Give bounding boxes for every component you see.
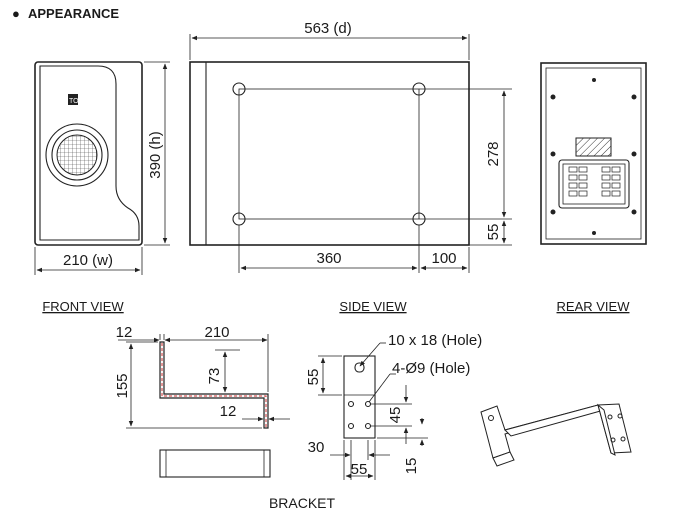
rear-view — [540, 62, 647, 245]
header-title: APPEARANCE — [28, 6, 119, 21]
bracket-dim-12a: 12 — [116, 324, 133, 341]
dim-height: 390 (h) — [147, 131, 164, 179]
side-view — [189, 34, 512, 273]
dim-depth: 563 (d) — [304, 20, 352, 37]
bracket-dim-30: 30 — [308, 439, 325, 456]
bracket-dim-155: 155 — [114, 373, 131, 398]
front-view-label: FRONT VIEW — [42, 299, 124, 314]
dim-side-360: 360 — [316, 250, 341, 267]
logo-text: TOA — [69, 98, 84, 105]
bracket-dim-15: 15 — [403, 458, 420, 475]
dim-side-55: 55 — [485, 224, 502, 241]
dim-side-100: 100 — [431, 250, 456, 267]
bracket-dim-73: 73 — [206, 368, 223, 385]
bracket-dim-45: 45 — [387, 407, 404, 424]
rear-view-label: REAR VIEW — [557, 299, 631, 314]
bracket-top-view — [159, 449, 271, 478]
bracket-front-plate — [318, 342, 428, 480]
bracket-dim-12b: 12 — [220, 403, 237, 420]
dim-side-278: 278 — [485, 141, 502, 166]
bracket-hole-slot: 10 x 18 (Hole) — [388, 332, 482, 349]
front-view: TOA — [34, 61, 170, 275]
bracket-dim-210: 210 — [204, 324, 229, 341]
dim-width: 210 (w) — [63, 252, 113, 269]
side-view-label: SIDE VIEW — [339, 299, 407, 314]
bracket-dim-55v: 55 — [305, 369, 322, 386]
bracket-title: BRACKET — [269, 495, 336, 511]
header-bullet: ● — [12, 6, 20, 21]
bracket-isometric — [480, 403, 632, 467]
bracket-dim-55h: 55 — [351, 461, 368, 478]
bracket-hole-round: 4-Ø9 (Hole) — [392, 360, 470, 377]
bracket-side-profile — [118, 334, 290, 429]
